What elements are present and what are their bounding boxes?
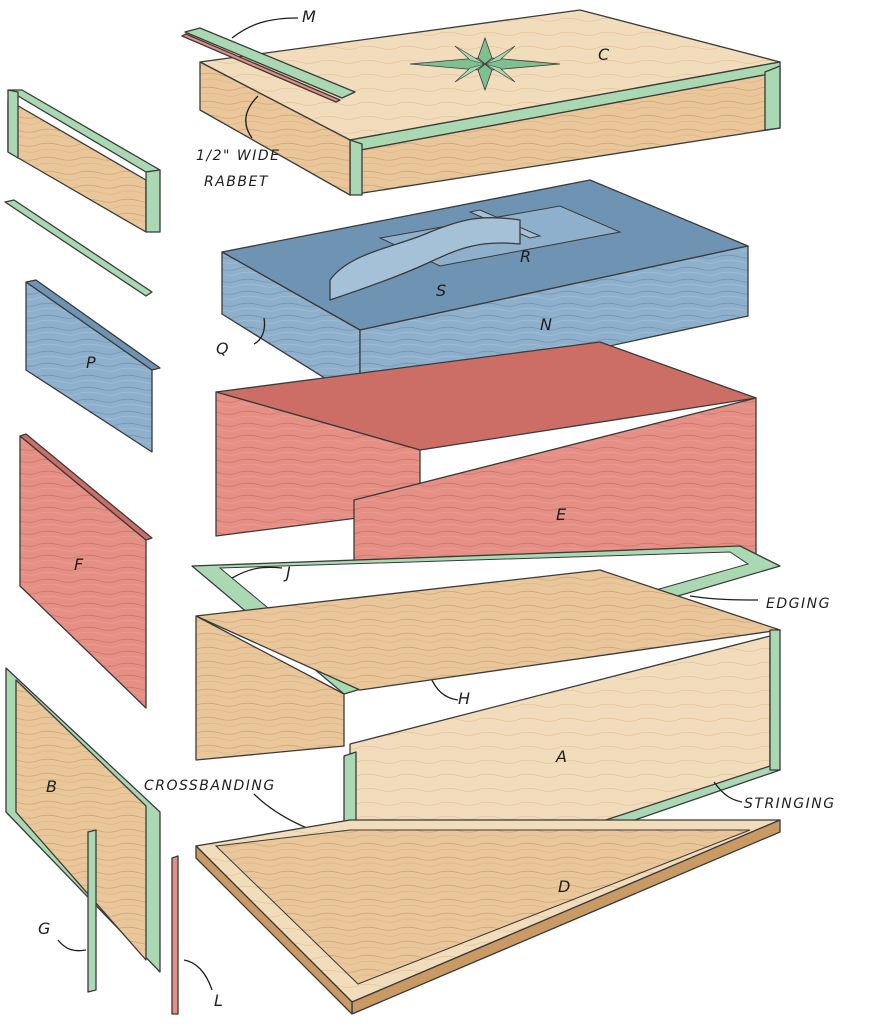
rabbet-callout: 1/2" WIDE RABBET xyxy=(196,95,281,190)
label-d: D xyxy=(558,877,570,896)
lid-part-c: C xyxy=(199,9,781,196)
label-f: F xyxy=(74,555,84,574)
panel-part-f: F xyxy=(19,433,153,709)
label-m: M xyxy=(302,7,316,26)
label-e: E xyxy=(556,505,567,524)
crossbanding-label: CROSSBANDING xyxy=(144,778,276,794)
label-q: Q xyxy=(216,339,229,358)
label-p: P xyxy=(86,353,96,372)
label-b: B xyxy=(46,777,57,796)
label-r: R xyxy=(520,247,531,266)
panel-part-p: P xyxy=(25,279,161,453)
label-j: J xyxy=(283,563,291,582)
label-l: L xyxy=(214,991,223,1010)
strip-part-m: M xyxy=(181,7,356,103)
strip-part-g: G xyxy=(38,829,97,993)
strip-part-l: L xyxy=(171,855,223,1015)
rabbet-label-line2: RABBET xyxy=(204,174,269,190)
label-c: C xyxy=(598,45,610,64)
left-loose-strip xyxy=(4,199,153,297)
label-n: N xyxy=(540,315,552,334)
panel-part-b: B xyxy=(5,667,161,973)
edging-label: EDGING xyxy=(766,596,831,612)
label-g: G xyxy=(38,919,50,938)
rabbet-label-line1: 1/2" WIDE xyxy=(196,148,281,164)
bottom-part-d: D xyxy=(195,819,781,1015)
label-a: A xyxy=(555,747,567,766)
label-h: H xyxy=(458,689,470,708)
label-s: S xyxy=(436,281,446,300)
stringing-label: STRINGING xyxy=(744,796,836,812)
compass-rose-inlay xyxy=(409,36,561,92)
lid-side-panel xyxy=(7,89,161,233)
